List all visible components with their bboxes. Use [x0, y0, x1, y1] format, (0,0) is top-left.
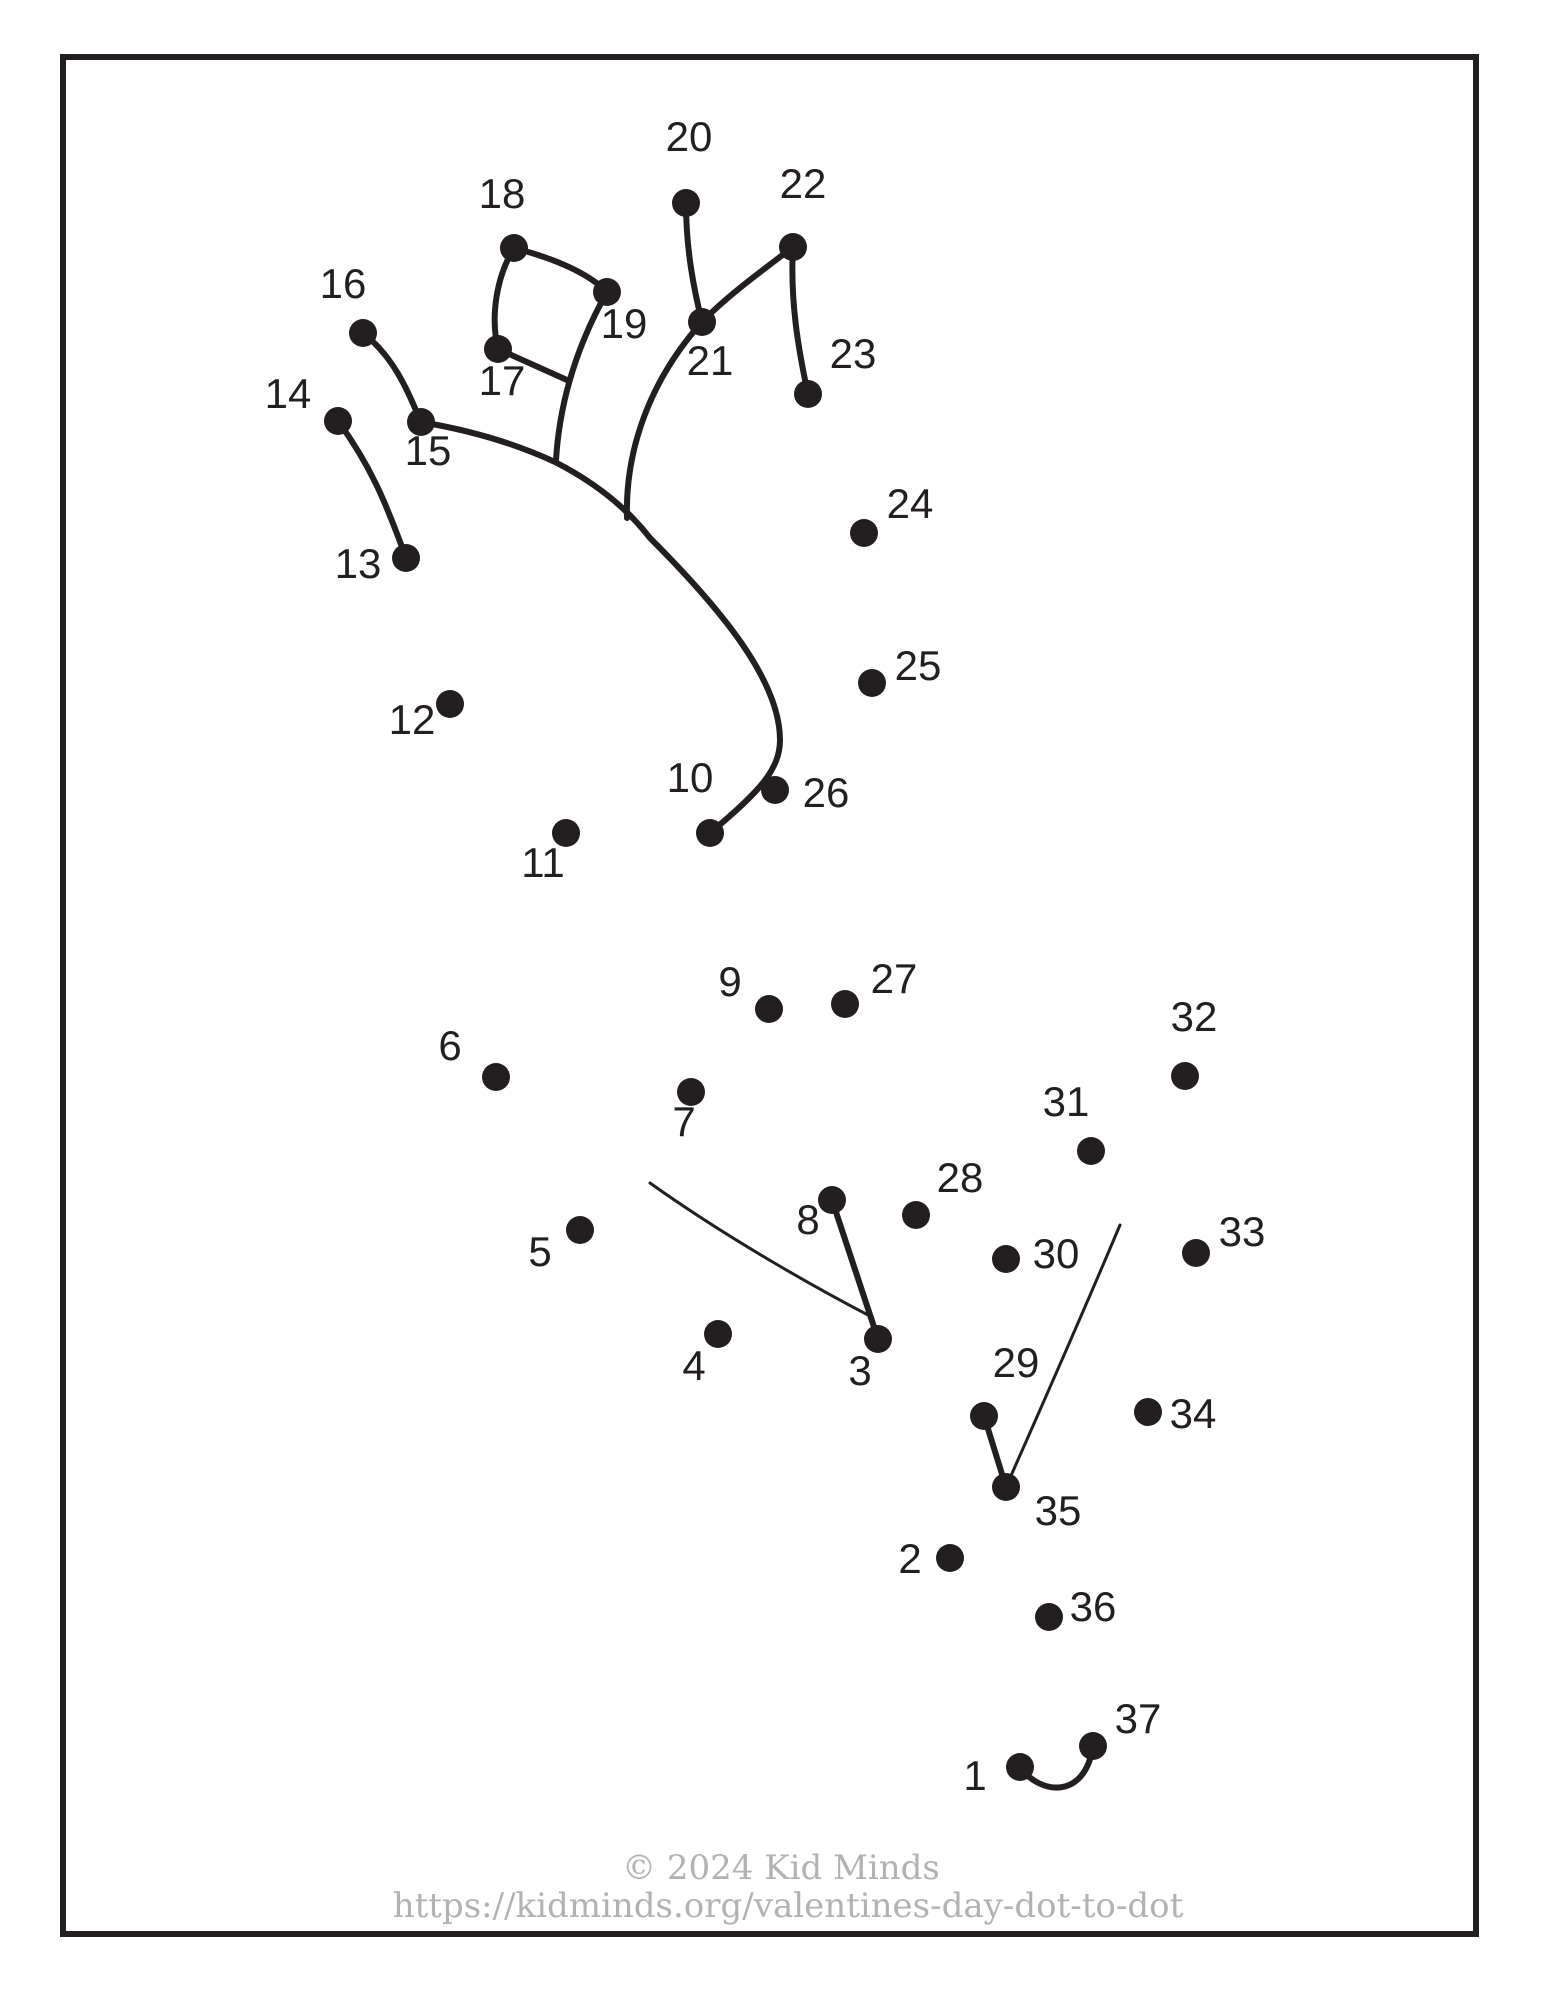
dot-label-21: 21 [687, 337, 734, 384]
dot-16 [349, 319, 377, 347]
dot-label-23: 23 [830, 330, 877, 377]
stem-line-21-22 [699, 244, 796, 325]
dot-label-19: 19 [601, 300, 648, 347]
dot-label-5: 5 [528, 1228, 551, 1275]
petal-line-thin-left [648, 1181, 870, 1317]
dot-label-32: 32 [1171, 993, 1218, 1040]
dot-25 [858, 669, 886, 697]
dot-5 [566, 1216, 594, 1244]
dot-7 [677, 1078, 705, 1106]
dot-label-31: 31 [1043, 1078, 1090, 1125]
dot-27 [831, 990, 859, 1018]
dot-label-29: 29 [993, 1339, 1040, 1386]
dot-31 [1077, 1137, 1105, 1165]
dot-15 [407, 408, 435, 436]
dot-label-26: 26 [803, 769, 850, 816]
dot-label-6: 6 [438, 1022, 461, 1069]
dot-label-1: 1 [963, 1752, 986, 1799]
dot-12 [436, 690, 464, 718]
dot-4 [704, 1320, 732, 1348]
petal-line-8-3 [829, 1197, 881, 1342]
dot-label-20: 20 [666, 113, 713, 160]
dot-35 [992, 1473, 1020, 1501]
stem-line-17-18 [491, 245, 517, 352]
dot-29 [970, 1402, 998, 1430]
dot-37 [1079, 1732, 1107, 1760]
dot-label-36: 36 [1070, 1583, 1117, 1630]
stem-line-19-branch [553, 289, 610, 463]
stem-line-21-branch [623, 319, 705, 521]
dot-1 [1006, 1753, 1034, 1781]
dot-20 [672, 189, 700, 217]
dot-label-15: 15 [405, 427, 452, 474]
dot-label-13: 13 [335, 540, 382, 587]
dot-label-8: 8 [796, 1196, 819, 1243]
dot-label-24: 24 [887, 480, 934, 527]
stem-line-13-14 [335, 418, 409, 561]
dot-label-30: 30 [1033, 1230, 1080, 1277]
stem-line-18-19 [511, 245, 610, 295]
dot-label-7: 7 [672, 1098, 695, 1145]
stem-line-20-21 [683, 200, 705, 325]
dot-19 [593, 278, 621, 306]
numbered-dots: 1234567891011121314151617181920212223242… [265, 113, 1266, 1799]
dot-label-16: 16 [320, 260, 367, 307]
dot-label-17: 17 [479, 357, 526, 404]
dot-label-14: 14 [265, 370, 312, 417]
dot-33 [1182, 1239, 1210, 1267]
dot-label-4: 4 [682, 1342, 705, 1389]
dot-label-22: 22 [780, 160, 827, 207]
dot-13 [392, 544, 420, 572]
dot-11 [552, 819, 580, 847]
dot-label-25: 25 [895, 642, 942, 689]
source-url-text: https://kidminds.org/valentines-day-dot-… [393, 1886, 1184, 1926]
dot-24 [850, 519, 878, 547]
dot-label-34: 34 [1170, 1390, 1217, 1437]
dot-17 [484, 335, 512, 363]
dot-14 [324, 407, 352, 435]
petal-line-thin-right [1004, 1223, 1122, 1489]
dot-label-11: 11 [521, 839, 565, 886]
dot-label-2: 2 [898, 1535, 921, 1582]
dot-18 [500, 234, 528, 262]
dot-6 [482, 1063, 510, 1091]
dot-label-9: 9 [718, 958, 741, 1005]
dot-22 [779, 233, 807, 261]
dot-26 [761, 776, 789, 804]
dot-36 [1035, 1603, 1063, 1631]
stem-line-15-16 [360, 330, 424, 425]
copyright-text: © 2024 Kid Minds [622, 1848, 940, 1888]
dot-label-27: 27 [871, 955, 918, 1002]
dot-28 [902, 1201, 930, 1229]
dot-30 [992, 1245, 1020, 1273]
dot-2 [936, 1544, 964, 1572]
dot-label-10: 10 [667, 754, 714, 801]
dot-label-35: 35 [1035, 1487, 1082, 1534]
dot-23 [794, 380, 822, 408]
dot-label-28: 28 [937, 1154, 984, 1201]
dot-9 [755, 995, 783, 1023]
dot-3 [864, 1325, 892, 1353]
dot-10 [696, 819, 724, 847]
stem-line-22-23 [789, 244, 811, 397]
dot-label-37: 37 [1115, 1695, 1162, 1742]
page-border [60, 54, 1479, 1937]
dot-label-33: 33 [1219, 1208, 1266, 1255]
dot-label-18: 18 [479, 170, 526, 217]
dot-label-3: 3 [848, 1347, 871, 1394]
dot-34 [1134, 1398, 1162, 1426]
dot-32 [1171, 1062, 1199, 1090]
dot-21 [688, 308, 716, 336]
stem-main-curve [418, 419, 783, 836]
dot-8 [818, 1186, 846, 1214]
dot-label-12: 12 [389, 696, 436, 743]
